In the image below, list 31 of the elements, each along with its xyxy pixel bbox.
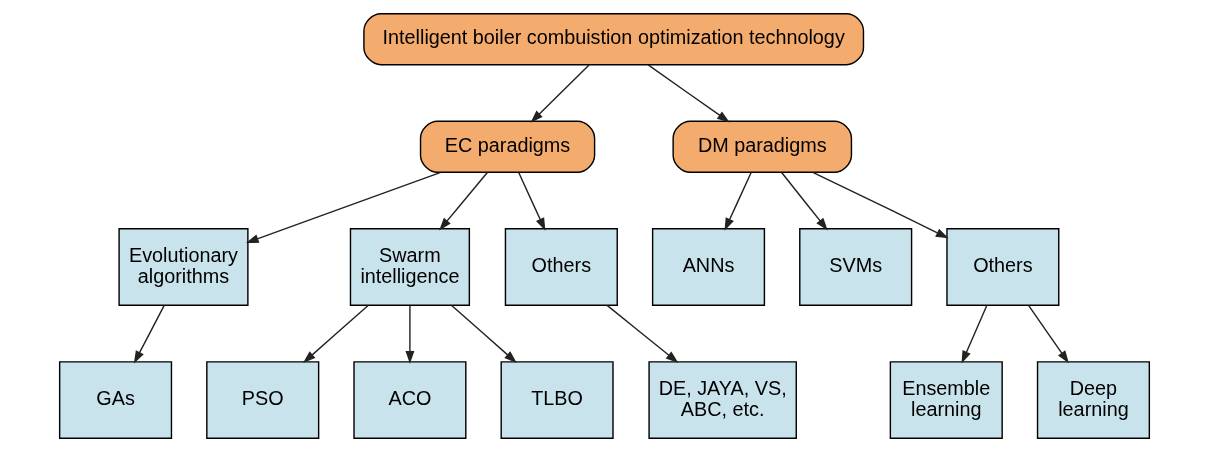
arrow xyxy=(1027,304,1069,364)
arrow xyxy=(133,304,165,364)
arrow xyxy=(245,171,442,243)
arrow xyxy=(812,171,949,239)
arrow xyxy=(647,64,730,123)
arrow xyxy=(961,304,988,364)
node-box: GAs xyxy=(58,361,173,439)
node-box: Ensemble learning xyxy=(889,361,1003,439)
node-box: DM paradigms xyxy=(672,120,853,173)
node-box: Deep learning xyxy=(1036,361,1151,439)
node-box: Others xyxy=(946,228,1060,306)
node-box: SVMs xyxy=(799,228,913,306)
arrow xyxy=(451,304,517,364)
node-box: Intelligent boiler combuistion optimization technology xyxy=(363,13,865,66)
arrow xyxy=(530,64,590,123)
arrow xyxy=(780,171,828,231)
node-box: TLBO xyxy=(500,361,614,439)
node-box: Evolutionary algorithms xyxy=(118,228,249,306)
node-box: ACO xyxy=(353,361,467,439)
arrow xyxy=(606,304,679,363)
arrow xyxy=(439,171,489,231)
node-box: DE, JAYA, VS, ABC, etc. xyxy=(648,361,797,439)
arrow xyxy=(405,304,415,364)
node-box: ANNs xyxy=(651,228,766,306)
arrow xyxy=(303,304,369,364)
node-box: Others xyxy=(504,228,618,306)
node-box: PSO xyxy=(206,361,320,439)
arrow xyxy=(724,171,752,231)
arrow xyxy=(518,171,546,231)
node-box: Swarm intelligence xyxy=(349,228,471,306)
node-box: EC paradigms xyxy=(419,120,596,173)
